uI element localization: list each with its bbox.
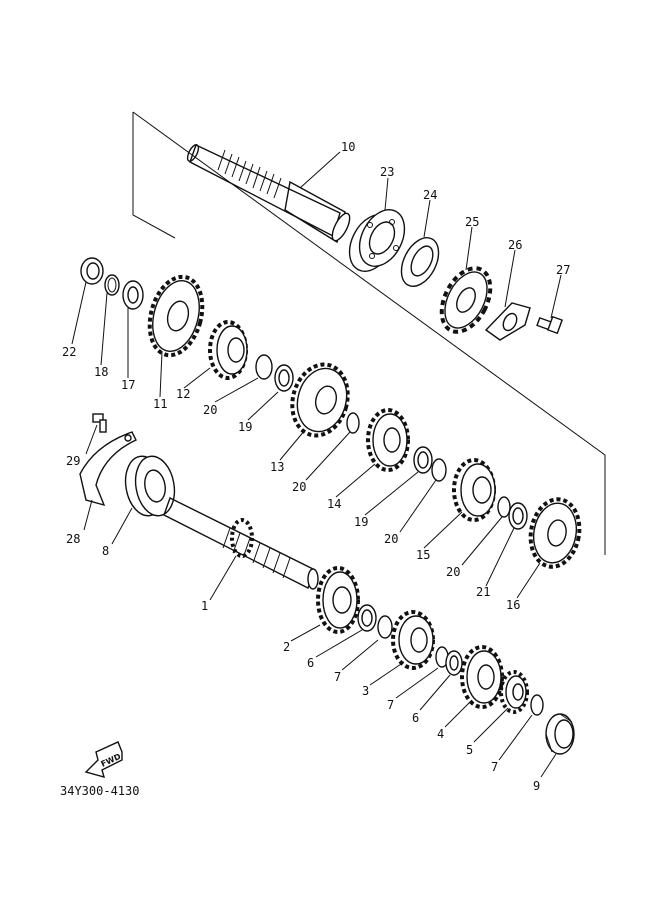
gear-14 <box>366 408 410 472</box>
callout-17: 17 <box>121 378 135 392</box>
bearing-plate-28 <box>79 431 137 507</box>
diagram-reference-code: 34Y300-4130 <box>60 784 139 798</box>
washer-21 <box>508 502 528 530</box>
callout-7b: 7 <box>387 698 394 712</box>
callout-2: 2 <box>283 640 290 654</box>
callout-7c: 7 <box>491 760 498 774</box>
callout-23: 23 <box>380 165 394 179</box>
bolt-27 <box>536 315 563 335</box>
washer-19a <box>274 364 294 392</box>
circlip-20b <box>346 412 360 434</box>
callout-7a: 7 <box>334 670 341 684</box>
callout-20c: 20 <box>384 532 398 546</box>
gear-13 <box>290 362 350 438</box>
gear-11 <box>147 274 205 358</box>
callout-14: 14 <box>327 497 341 511</box>
circlip-7a <box>377 615 393 639</box>
washer-6b <box>445 650 463 676</box>
callout-18: 18 <box>94 365 108 379</box>
bearing-22 <box>80 257 104 285</box>
circlip-20a <box>255 354 273 380</box>
callout-13: 13 <box>270 460 284 474</box>
gear-12 <box>208 320 248 380</box>
assembly-frame <box>132 111 606 555</box>
callout-15: 15 <box>416 548 430 562</box>
callout-10: 10 <box>341 140 355 154</box>
main-axle-10 <box>186 144 351 244</box>
drive-sprocket-25 <box>439 266 493 334</box>
callout-1: 1 <box>201 599 208 613</box>
bearing-9 <box>545 713 575 755</box>
callout-8: 8 <box>102 544 109 558</box>
gear-5 <box>499 670 529 714</box>
callout-21: 21 <box>476 585 490 599</box>
washer-6a <box>357 604 377 632</box>
callout-19b: 19 <box>354 515 368 529</box>
gear-4 <box>460 645 504 709</box>
callout-19a: 19 <box>238 420 252 434</box>
callout-27: 27 <box>556 263 570 277</box>
gear-16 <box>528 497 582 569</box>
callout-25: 25 <box>465 215 479 229</box>
callout-20d: 20 <box>446 565 460 579</box>
leader-lines <box>71 151 562 778</box>
callout-6a: 6 <box>307 656 314 670</box>
lock-washer-26 <box>484 302 531 341</box>
oil-seal-24 <box>400 237 440 287</box>
main-shaft-1 <box>163 497 319 590</box>
callout-20a: 20 <box>203 403 217 417</box>
bearing-8 <box>124 455 176 517</box>
callout-16: 16 <box>506 598 520 612</box>
washer-17 <box>122 280 144 310</box>
callout-26: 26 <box>508 238 522 252</box>
callout-9: 9 <box>533 779 540 793</box>
callout-3: 3 <box>362 684 369 698</box>
gear-15 <box>452 458 496 522</box>
bearing-23 <box>348 209 406 272</box>
washer-19b <box>413 446 433 474</box>
callout-labels: 10 23 24 25 26 27 22 18 17 11 12 20 19 1… <box>62 140 570 793</box>
callout-5: 5 <box>466 743 473 757</box>
gear-2 <box>316 566 360 634</box>
fwd-arrow-icon: FWD <box>84 741 123 779</box>
circlip-7c <box>530 694 544 716</box>
screw-29 <box>92 413 107 433</box>
callout-29: 29 <box>66 454 80 468</box>
circlip-20d <box>497 496 511 518</box>
callout-20b: 20 <box>292 480 306 494</box>
callout-28: 28 <box>66 532 80 546</box>
callout-22: 22 <box>62 345 76 359</box>
circlip-20c <box>431 458 447 482</box>
circlip-18 <box>104 274 120 296</box>
callout-24: 24 <box>423 188 437 202</box>
callout-11: 11 <box>153 397 167 411</box>
callout-4: 4 <box>437 727 444 741</box>
gear-3 <box>391 610 435 670</box>
callout-6b: 6 <box>412 711 419 725</box>
callout-12: 12 <box>176 387 190 401</box>
